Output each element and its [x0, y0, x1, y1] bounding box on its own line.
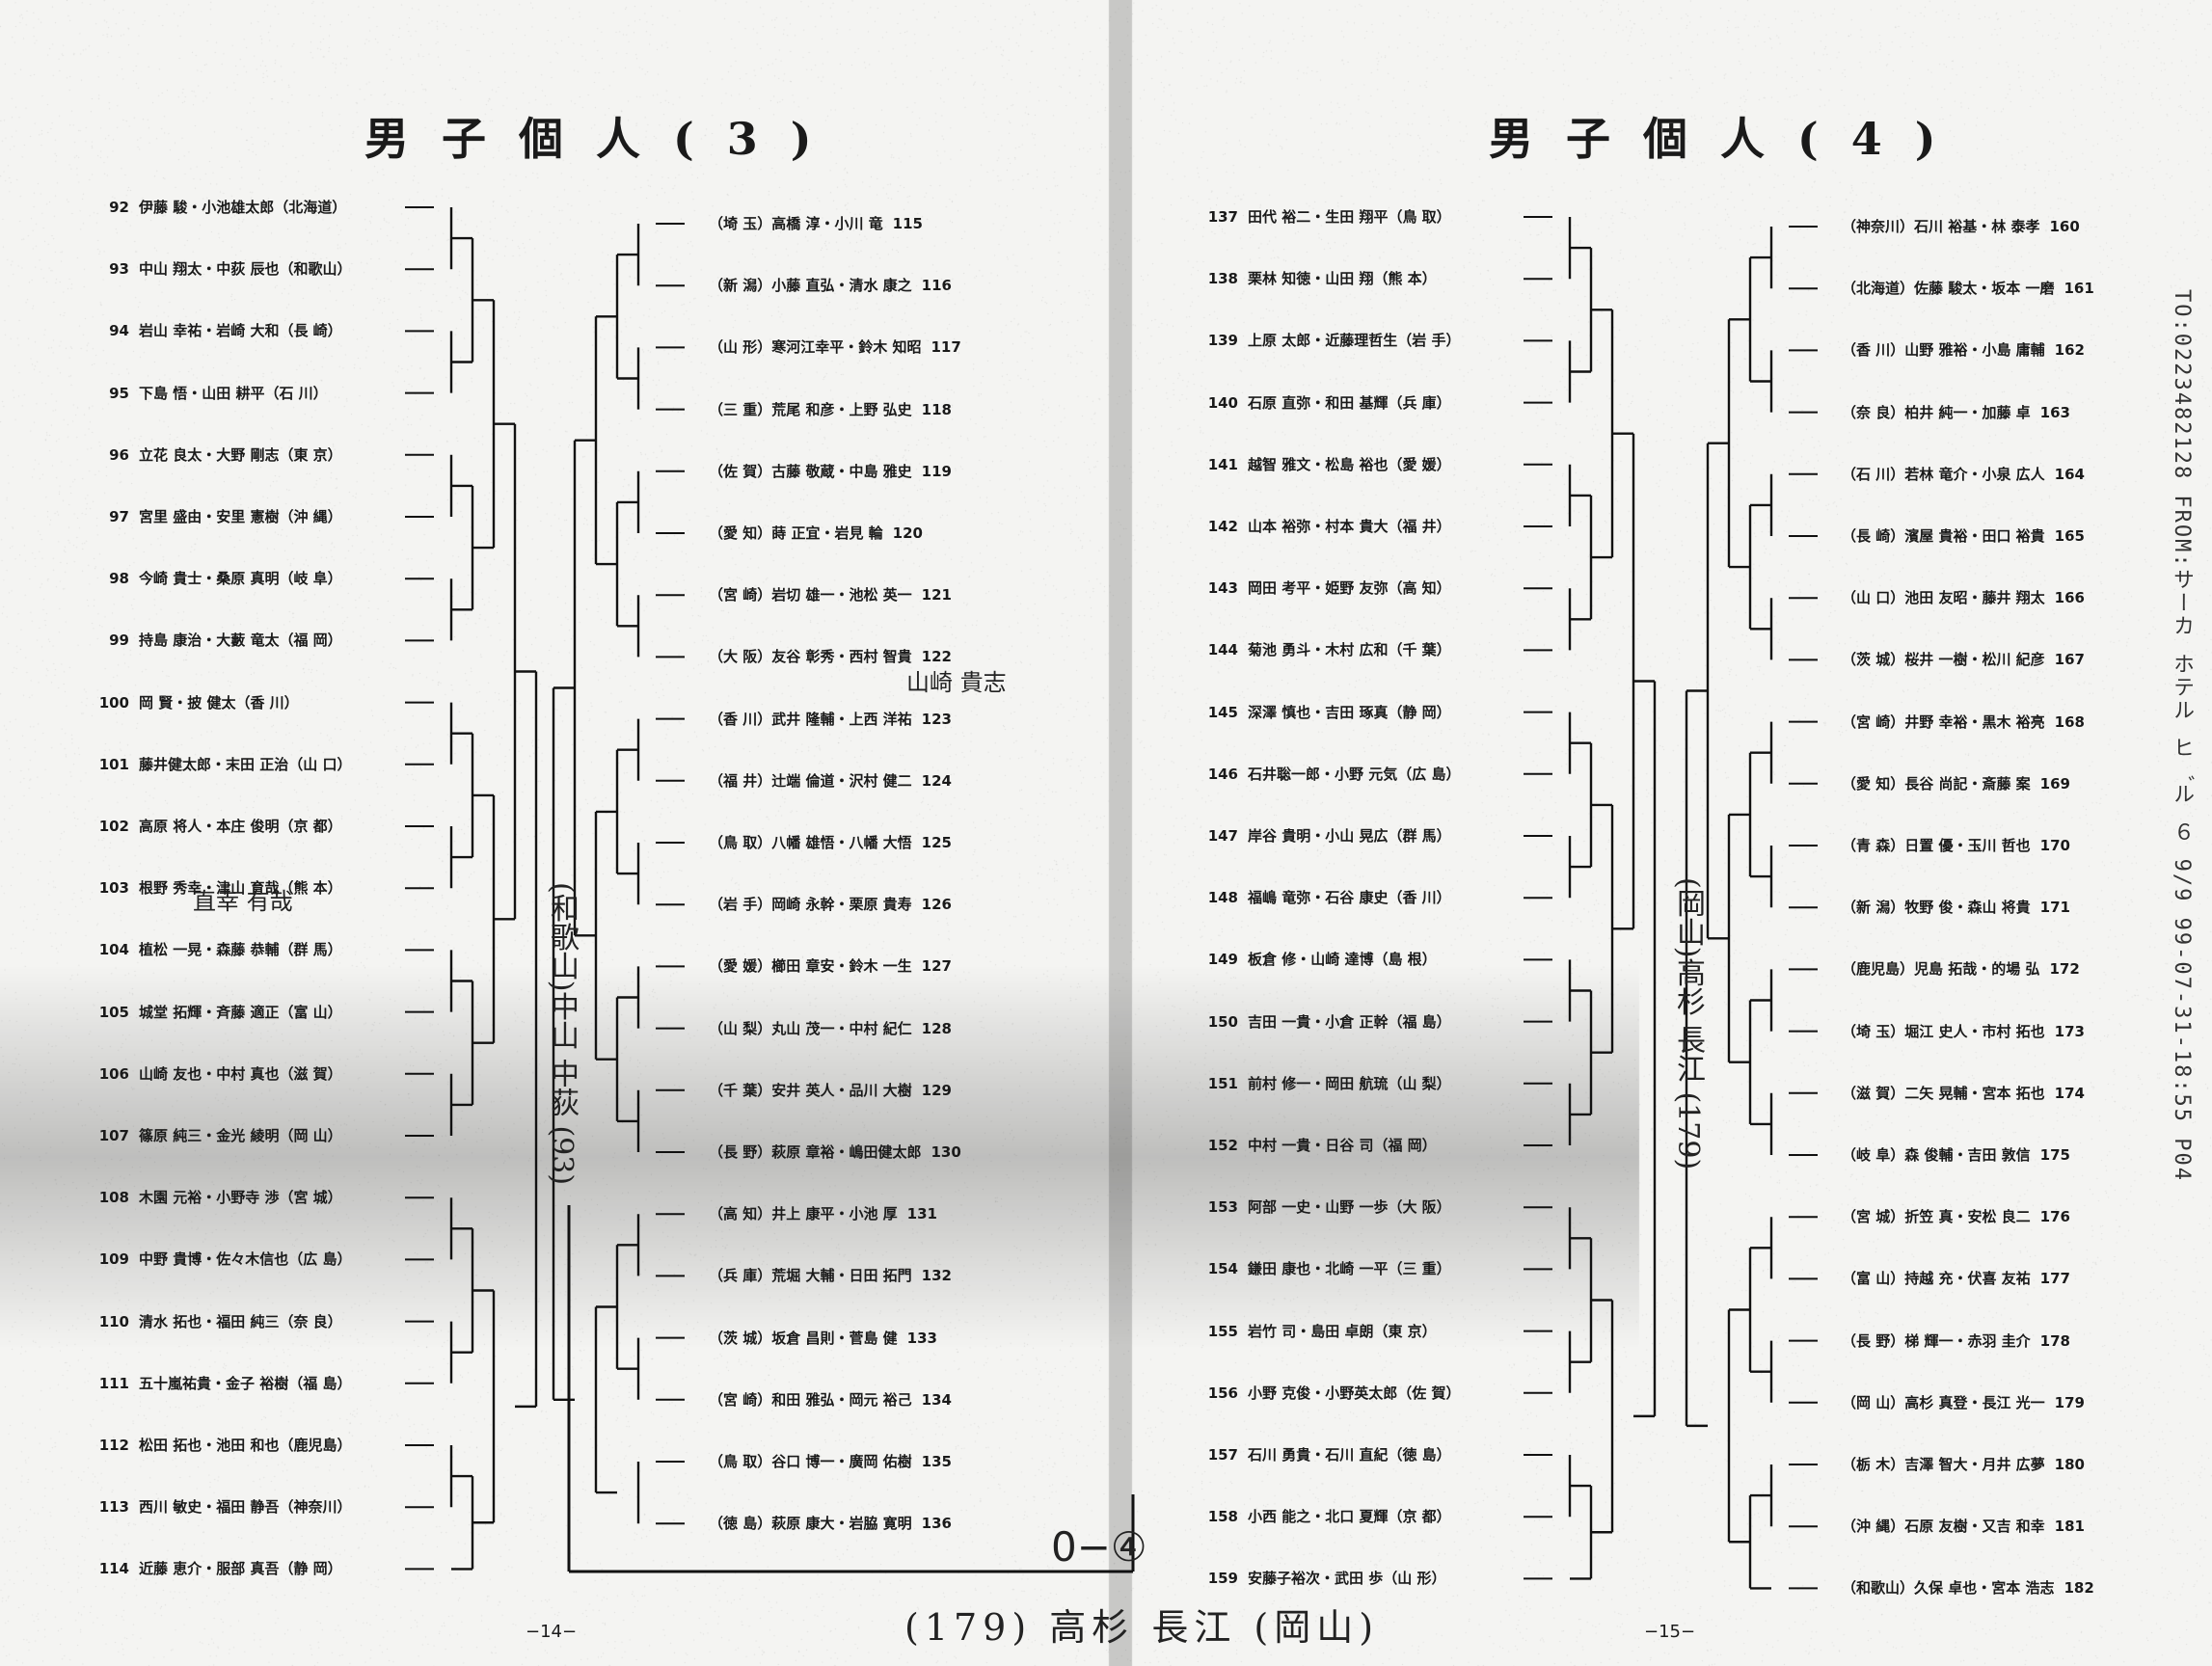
page-number-right: −15−	[1644, 1622, 1695, 1642]
handwritten-note-124: 山崎 貴志	[906, 663, 1007, 697]
handwritten-score: 0−④	[1051, 1523, 1147, 1571]
page-number-left: −14−	[526, 1622, 577, 1642]
handwritten-winner-right: (岡山)高杉 長江 (179)	[1666, 877, 1709, 1169]
handwritten-winner-left: (和歌山)中山 中荻 (93)	[540, 882, 582, 1185]
handwritten-note-103: 直幸 有哉	[193, 882, 293, 916]
handwritten-final-note: (179) 高杉 長江 (岡山)	[904, 1598, 1379, 1651]
